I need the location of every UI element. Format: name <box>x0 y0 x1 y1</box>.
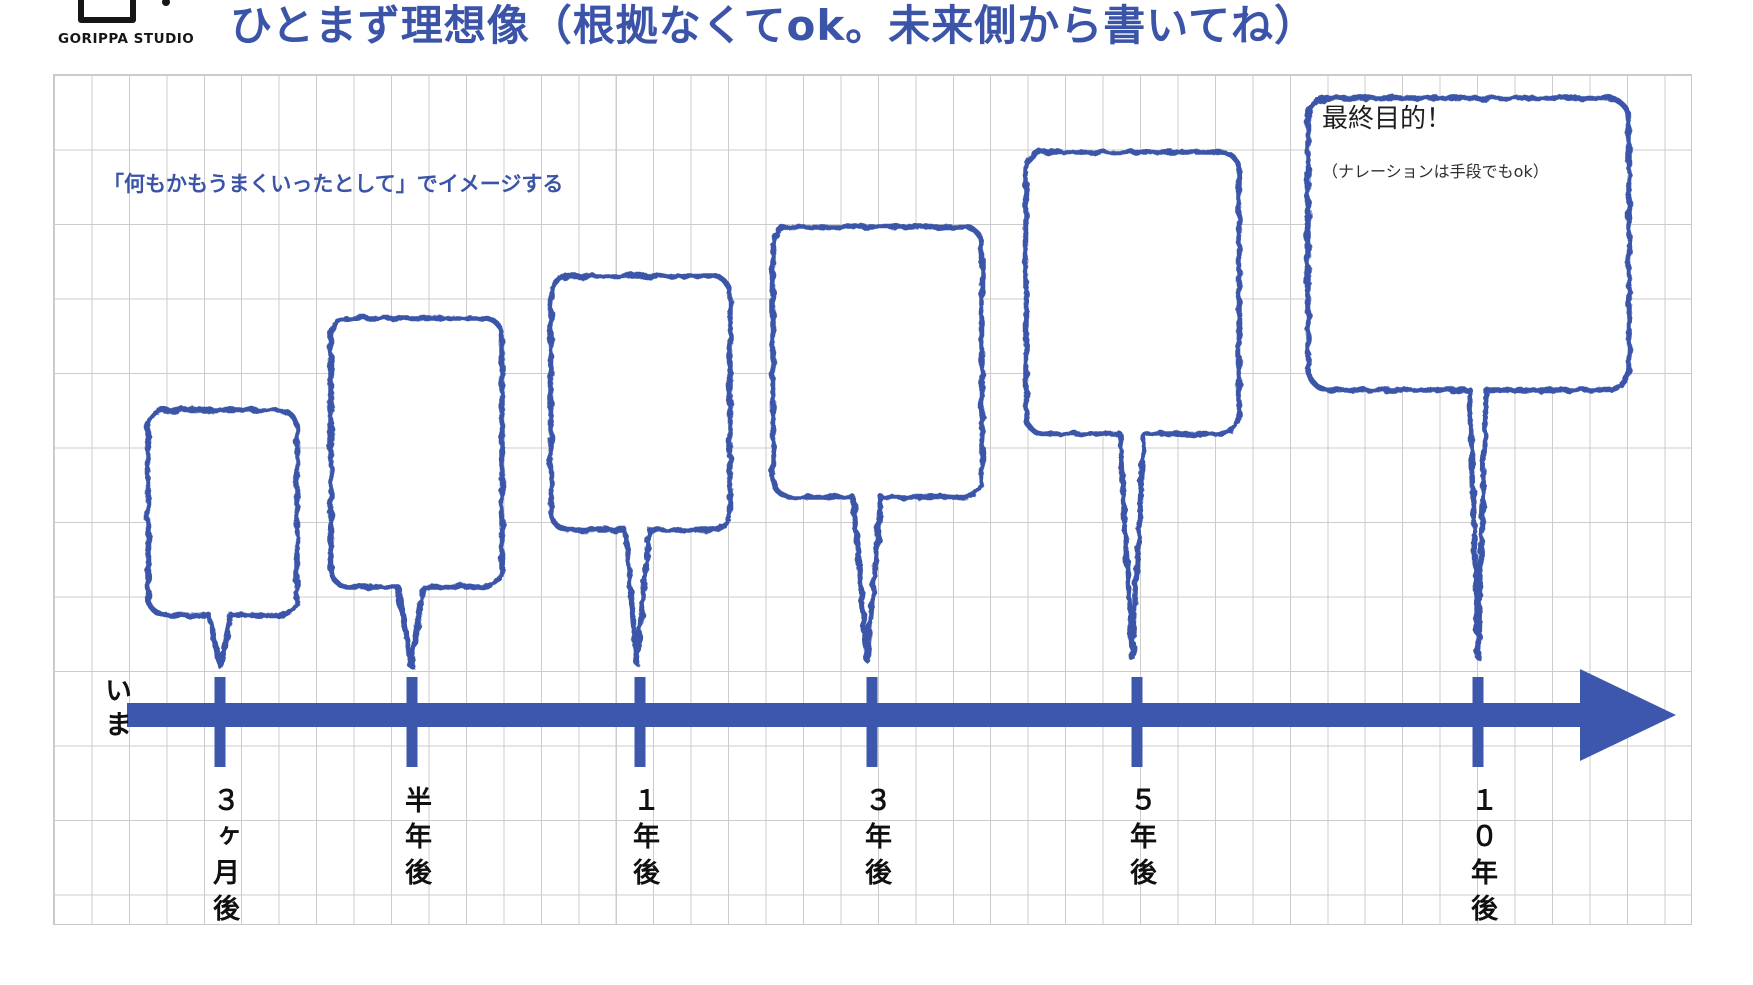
logo-dot-icon <box>162 0 170 6</box>
tick-label-3-years: ３年後 <box>860 786 891 894</box>
page-title: ひとまず理想像（根拠なくてok。未来側から書いてね） <box>230 1 1318 50</box>
tick-label-10-years: １０年後 <box>1466 786 1497 930</box>
tick-label-1-year: １年後 <box>628 786 659 894</box>
bubble-10-years[interactable] <box>1305 95 1632 660</box>
timeline-tick-3-years <box>866 677 878 767</box>
final-goal-title: 最終目的！ <box>1322 104 1453 134</box>
tick-label-3-months: ３ヶ月後 <box>208 786 239 930</box>
bubble-3-months[interactable] <box>145 407 300 669</box>
tick-label-5-years: ５年後 <box>1125 786 1156 894</box>
logo-mark-icon <box>78 0 136 23</box>
bubble-half-year[interactable] <box>328 315 505 669</box>
timeline-tick-1-year <box>634 677 646 767</box>
bubble-1-year[interactable] <box>548 273 733 666</box>
final-goal-note: （ナレーションは手段でもok） <box>1322 162 1549 181</box>
bubble-5-years[interactable] <box>1023 149 1242 661</box>
bubble-3-years[interactable] <box>770 224 985 663</box>
logo-text: GORIPPA STUDIO <box>58 31 195 47</box>
timeline-arrow <box>127 669 1676 761</box>
timeline-tick-5-years <box>1131 677 1143 767</box>
tick-label-half-year: 半年後 <box>400 786 431 894</box>
now-label: いま <box>100 676 131 744</box>
timeline-tick-half-year <box>406 677 418 767</box>
timeline-tick-3-months <box>214 677 226 767</box>
hint-text: 「何もかもうまくいったとして」でイメージする <box>103 172 564 196</box>
timeline-tick-10-years <box>1472 677 1484 767</box>
